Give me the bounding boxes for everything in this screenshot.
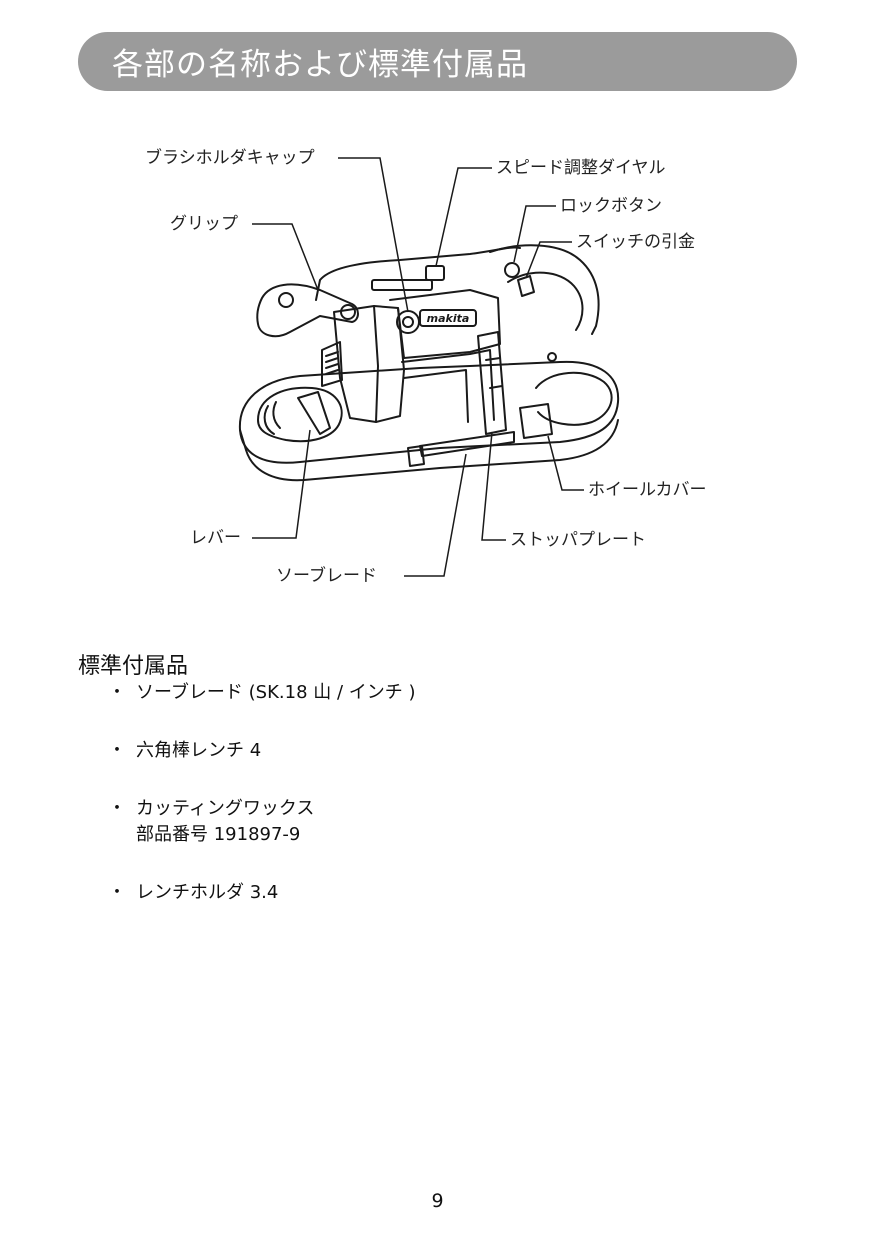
section-header: 各部の名称および標準付属品	[78, 32, 797, 91]
left-wheel-housing	[257, 386, 343, 443]
saw-base-lower-edge	[239, 419, 619, 482]
leader-grip	[252, 223, 319, 291]
callout-speed-dial: スピード調整ダイヤル	[496, 158, 666, 178]
accessory-item: ・ カッティングワックス 部品番号 191897-9	[108, 796, 416, 848]
leader-brush-holder-cap	[338, 157, 409, 313]
leader-lock-button	[513, 205, 556, 263]
switch-trigger-shape	[517, 275, 535, 297]
motor-housing	[333, 305, 405, 423]
left-wheel-arc	[263, 405, 275, 435]
grip-knob	[278, 292, 294, 308]
brand-logo: makita	[427, 312, 470, 325]
accessory-item: ・ ソーブレード (SK.18 山 / インチ )	[108, 680, 416, 706]
rear-frame	[315, 246, 521, 301]
callout-grip: グリップ	[170, 214, 238, 234]
callout-lock-button: ロックボタン	[560, 196, 662, 216]
callout-stop-plate: ストッパプレート	[510, 530, 646, 550]
motor-housing-face	[373, 305, 379, 423]
leader-switch-trigger	[525, 241, 572, 279]
accessory-part-number: 部品番号 191897-9	[136, 824, 301, 845]
callout-saw-blade: ソーブレード	[276, 566, 377, 586]
page-title: 各部の名称および標準付属品	[112, 47, 528, 83]
rear-handle	[489, 244, 600, 335]
stop-plate-shape	[477, 331, 507, 435]
bullet: ・	[108, 682, 126, 703]
callout-wheel-cover: ホイールカバー	[588, 480, 707, 500]
right-wheel-dot	[547, 352, 557, 362]
callout-brush-holder-cap: ブラシホルダキャップ	[145, 148, 315, 168]
left-wheel-arc-2	[272, 401, 281, 429]
leader-wheel-cover	[547, 435, 584, 491]
motor-vent	[321, 341, 343, 387]
accessories-list: ・ ソーブレード (SK.18 山 / インチ ) ・ 六角棒レンチ 4 ・ カ…	[108, 680, 416, 938]
right-wheel-housing	[535, 371, 613, 426]
lock-button-shape	[504, 262, 520, 278]
throat-inner	[403, 369, 469, 423]
grip-knob-right	[340, 304, 356, 320]
accessory-item: ・ レンチホルダ 3.4	[108, 880, 416, 906]
leader-saw-blade	[404, 453, 467, 577]
page-number: 9	[431, 1190, 444, 1212]
leader-stop-plate	[481, 431, 506, 541]
gear-box	[389, 289, 501, 359]
accessories-title: 標準付属品	[78, 654, 189, 679]
bullet: ・	[108, 740, 126, 761]
saw-blade-shape	[419, 431, 515, 457]
logo-plate	[419, 309, 477, 327]
accessory-text: 六角棒レンチ 4	[136, 740, 262, 761]
grip-shape	[256, 283, 359, 338]
saw-base	[238, 360, 620, 464]
right-blade-guide	[519, 403, 553, 439]
accessory-text: レンチホルダ 3.4	[136, 882, 279, 903]
leader-speed-dial	[435, 167, 492, 267]
lever-shape	[297, 391, 331, 435]
band-saw-illustration: makita	[238, 157, 620, 577]
bullet: ・	[108, 882, 126, 903]
accessory-text: カッティングワックス	[136, 798, 315, 819]
callout-lever: レバー	[190, 528, 241, 548]
bullet: ・	[108, 798, 126, 819]
callout-switch-trigger: スイッチの引金	[576, 232, 695, 252]
speed-dial-shape	[425, 265, 445, 281]
parts-figure: makita ブラシホルダキャップ スピード調整ダイヤル グリップ ロックボタン…	[0, 130, 875, 600]
accessory-text: ソーブレード (SK.18 山 / インチ )	[136, 682, 416, 703]
left-blade-guide	[407, 445, 425, 467]
accessory-item: ・ 六角棒レンチ 4	[108, 738, 416, 764]
leader-lever	[252, 429, 311, 539]
